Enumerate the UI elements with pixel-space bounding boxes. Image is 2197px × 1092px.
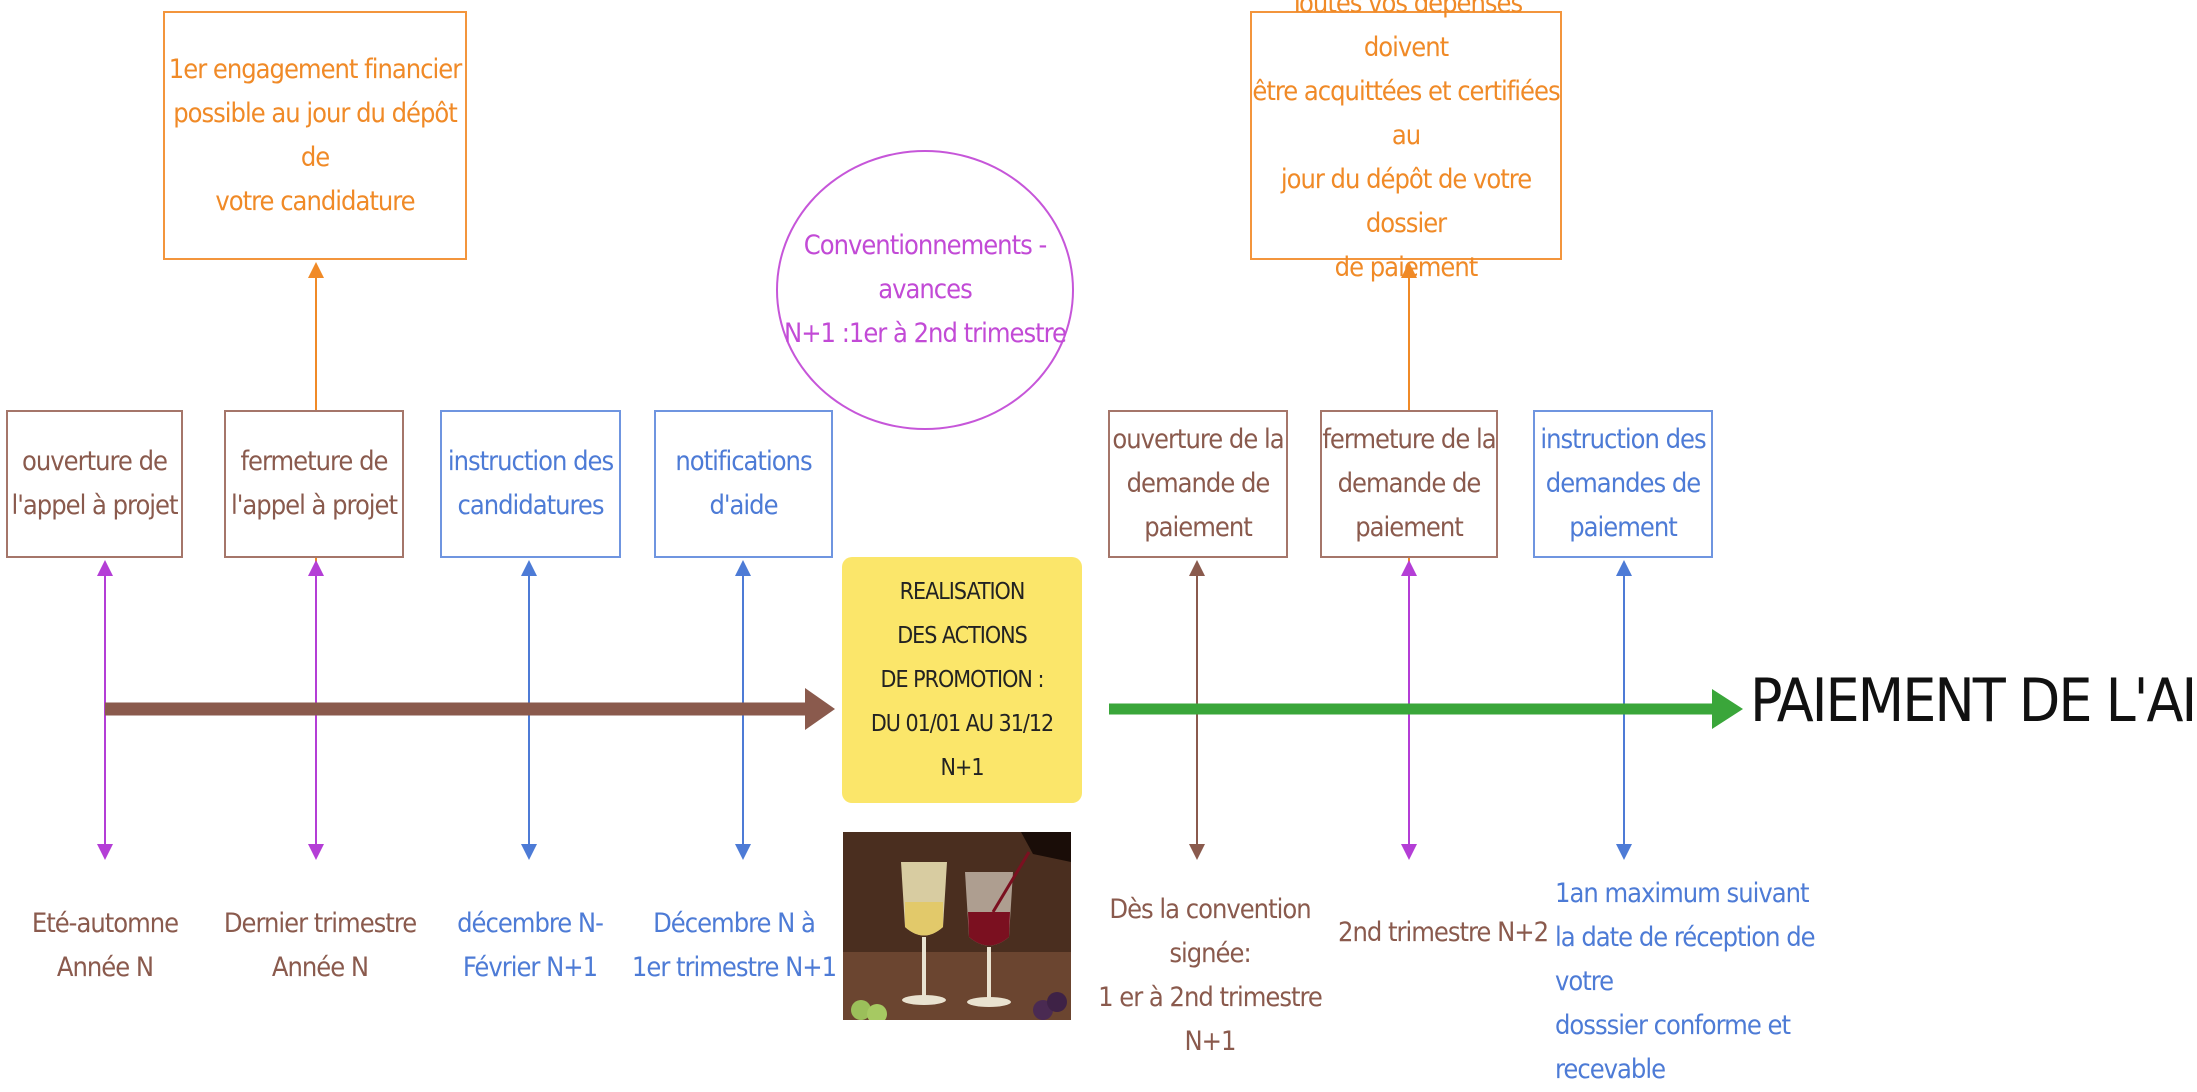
conventionnements-text: Conventionnements - avances N+1 :1er à 2… <box>784 230 1067 349</box>
step-box-ouverture-paiement: ouverture de la demande de paiement <box>1108 410 1288 558</box>
step-label: fermeture de l'appel à projet <box>230 446 398 521</box>
step-box-fermeture-paiement: fermeture de la demande de paiement <box>1320 410 1498 558</box>
paiement-final-label: PAIEMENT DE L'AIDE <box>1750 666 2197 736</box>
conventionnements-circle: Conventionnements - avances N+1 :1er à 2… <box>776 150 1074 430</box>
realisation-box: REALISATION DES ACTIONS DE PROMOTION : D… <box>842 557 1082 803</box>
realisation-text: REALISATION DES ACTIONS DE PROMOTION : D… <box>870 579 1054 781</box>
date-label-7: 1an maximum suivant la date de réception… <box>1555 878 1816 1085</box>
step-box-instruction-candidatures: instruction des candidatures <box>440 410 621 558</box>
wine-glasses-photo <box>843 832 1071 1020</box>
date-label-3: décembre N- Février N+1 <box>457 908 604 983</box>
wine-glasses-icon <box>843 832 1071 1020</box>
engagement-text: 1er engagement financier possible au jou… <box>168 53 462 217</box>
step-label: instruction des demandes de paiement <box>1540 424 1706 543</box>
step-label: ouverture de la demande de paiement <box>1112 424 1284 543</box>
diagram-connectors <box>97 262 1743 860</box>
date-label-6: 2nd trimestre N+2 <box>1338 917 1549 948</box>
step-box-notifications: notifications d'aide <box>654 410 833 558</box>
step-label: fermeture de la demande de paiement <box>1322 424 1496 543</box>
engagement-box: 1er engagement financier possible au jou… <box>163 11 467 260</box>
step-label: instruction des candidatures <box>447 446 614 521</box>
step-label: ouverture de l'appel à projet <box>11 446 178 521</box>
depenses-text: Toutes vos dépenses doivent être acquitt… <box>1252 0 1560 283</box>
step-box-instruction-paiement: instruction des demandes de paiement <box>1533 410 1713 558</box>
timeline-green-head <box>1712 689 1743 729</box>
step-box-ouverture-appel: ouverture de l'appel à projet <box>6 410 183 558</box>
date-label-5: Dès la convention signée: 1 er à 2nd tri… <box>1098 894 1323 1057</box>
timeline-brown-head <box>805 688 835 730</box>
date-label-1: Eté-automne Année N <box>31 908 179 983</box>
step-label: notifications d'aide <box>675 446 812 521</box>
date-label-4: Décembre N à 1er trimestre N+1 <box>631 908 837 983</box>
depenses-box: Toutes vos dépenses doivent être acquitt… <box>1250 0 1562 283</box>
date-label-2: Dernier trimestre Année N <box>223 908 417 983</box>
step-box-fermeture-appel: fermeture de l'appel à projet <box>224 410 404 558</box>
